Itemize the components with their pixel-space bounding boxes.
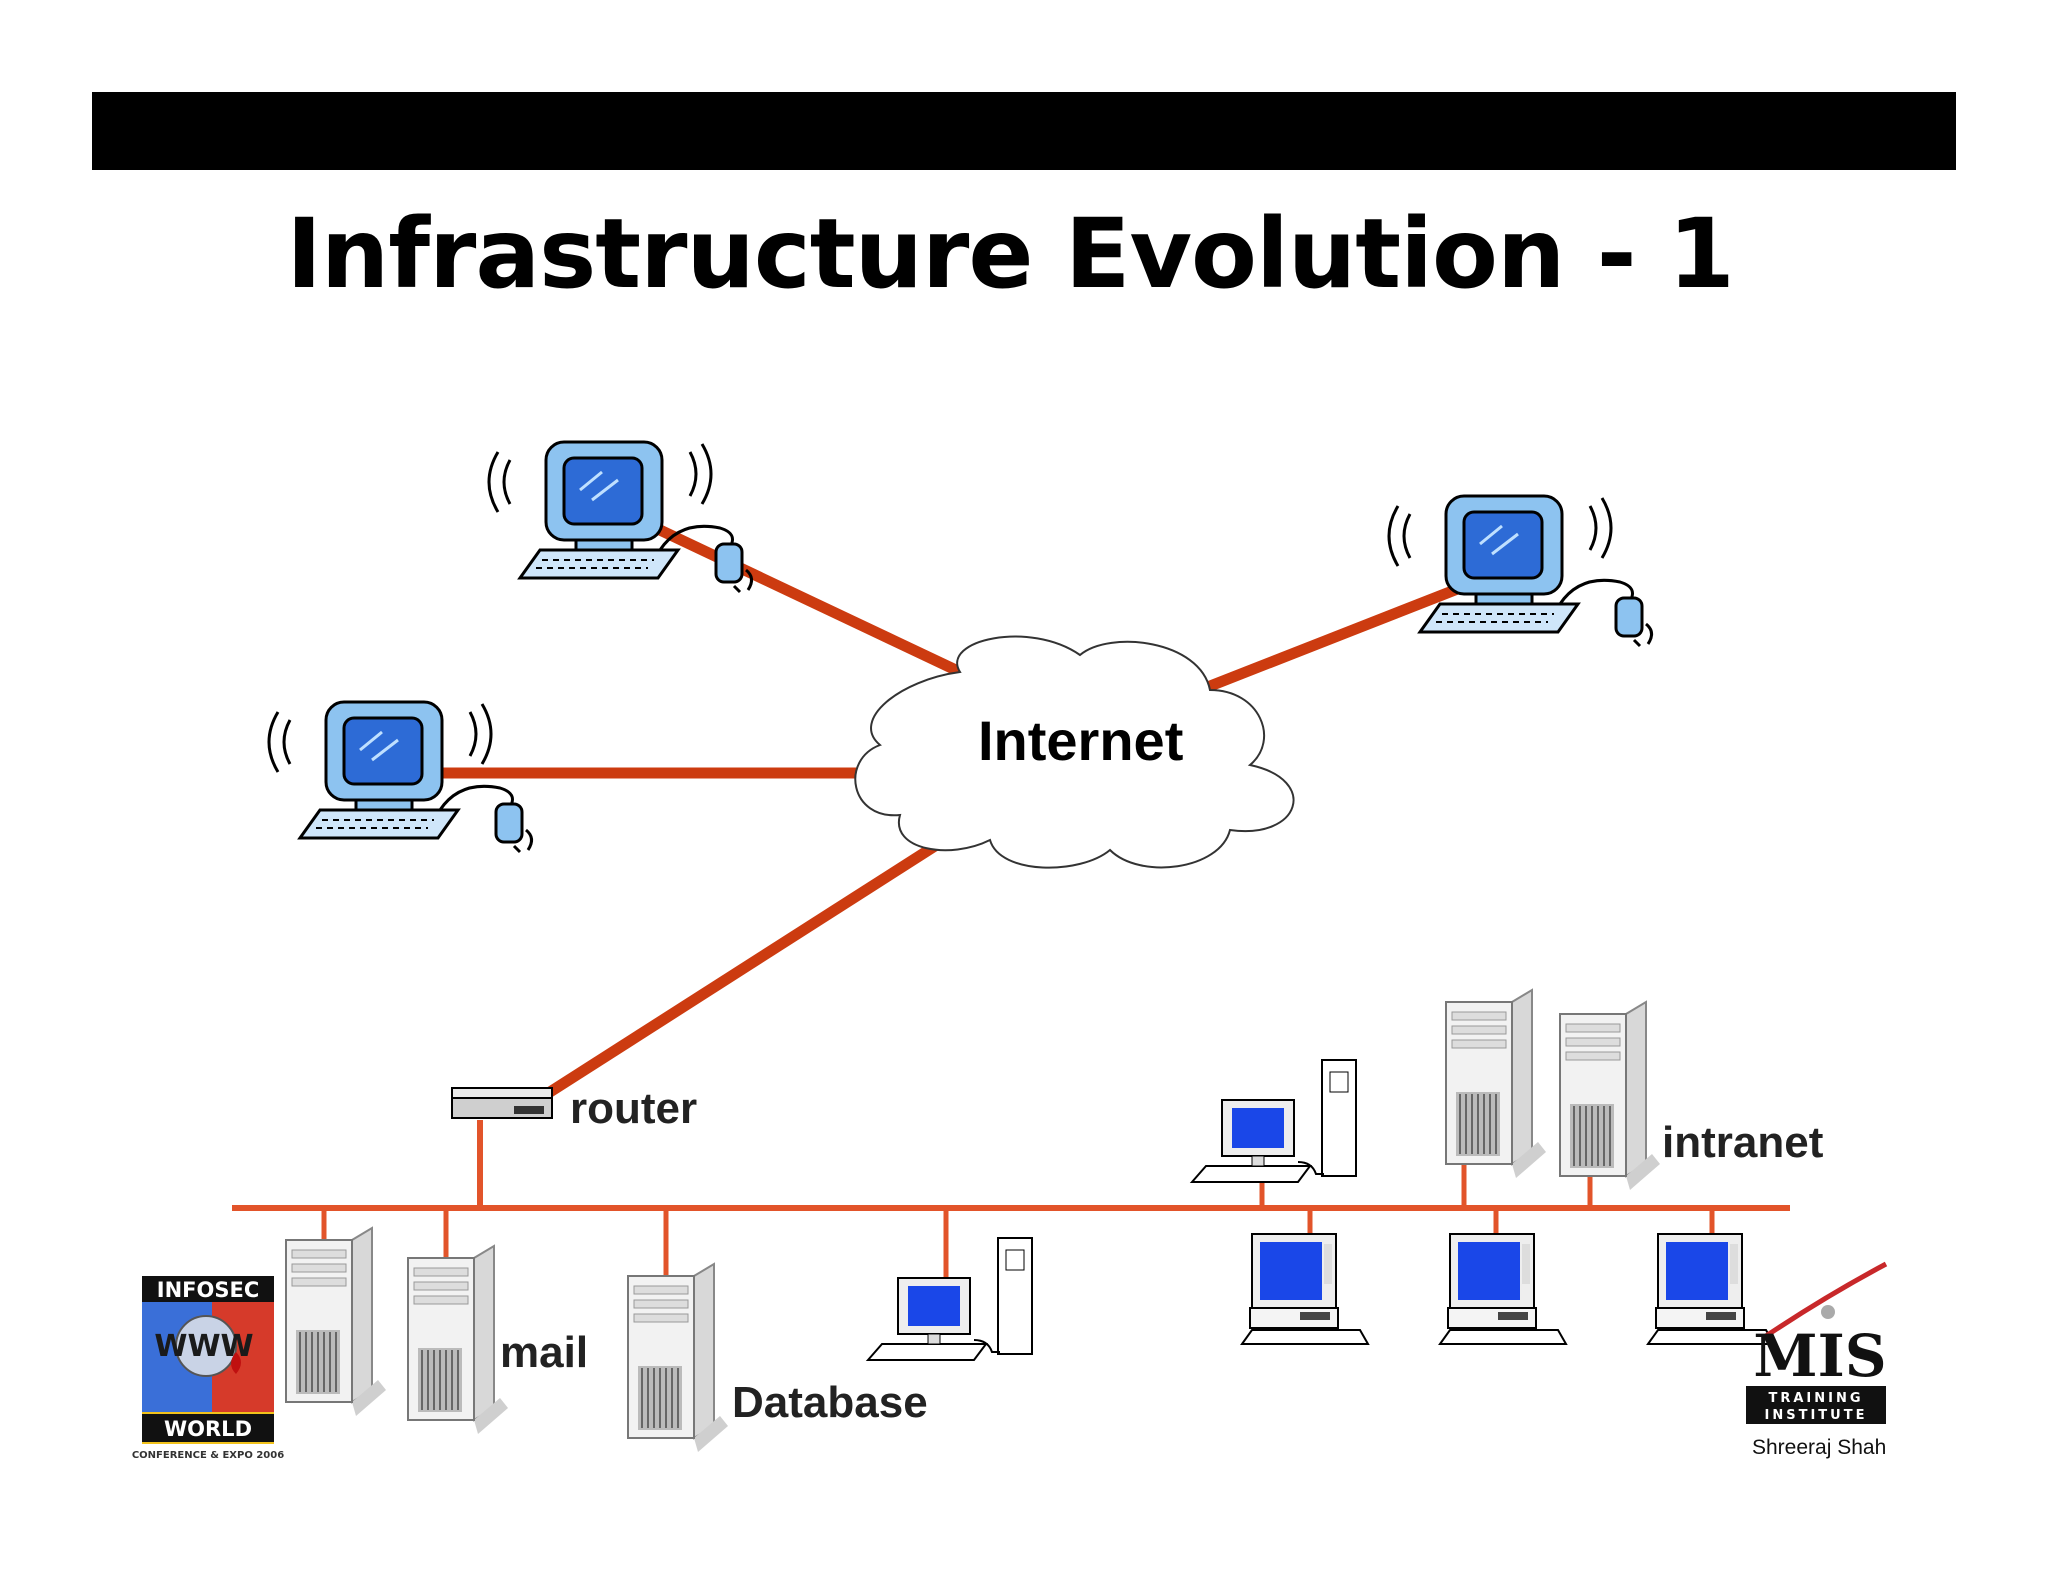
- internet-label: Internet: [978, 709, 1184, 772]
- svg-text:TRAINING: TRAINING: [1768, 1391, 1863, 1406]
- mail-label: mail: [500, 1328, 589, 1377]
- link-pc-top: [657, 525, 963, 677]
- svg-text:INSTITUTE: INSTITUTE: [1765, 1408, 1868, 1423]
- link-pc-right: [1197, 582, 1463, 696]
- intranet-server-1: [1445, 989, 1547, 1179]
- intranet-label: intranet: [1662, 1118, 1824, 1167]
- wan-links: [440, 525, 1463, 1097]
- desktop-1: [1241, 1233, 1369, 1345]
- lan-workstation: [867, 1237, 1033, 1361]
- internet-cloud: [854, 635, 1295, 869]
- link-router: [547, 825, 963, 1097]
- infosec-world-logo: INFOSEC WWW WORLD CONFERENCE & EXPO 2006: [132, 1276, 284, 1461]
- database-server: [627, 1263, 729, 1453]
- database-label: Database: [732, 1378, 928, 1427]
- svg-text:INFOSEC: INFOSEC: [157, 1278, 259, 1302]
- intranet-server-2: [1559, 1001, 1661, 1191]
- svg-text:MIS: MIS: [1753, 1322, 1886, 1390]
- internet-client-right: [1387, 494, 1654, 648]
- svg-text:WORLD: WORLD: [164, 1417, 252, 1441]
- mis-training-logo: MIS TRAINING INSTITUTE: [1746, 1261, 1888, 1424]
- header-bar: [92, 92, 1956, 170]
- desktop-2: [1439, 1233, 1567, 1345]
- internet-client-top: [487, 440, 754, 594]
- mail-server: [407, 1245, 509, 1435]
- author-name: Shreeraj Shah: [1752, 1436, 1887, 1459]
- server-1: [285, 1227, 387, 1417]
- svg-text:CONFERENCE & EXPO 2006: CONFERENCE & EXPO 2006: [132, 1450, 284, 1461]
- router-label: router: [570, 1084, 698, 1133]
- router-device: [451, 1087, 553, 1119]
- intranet-workstation: [1191, 1059, 1357, 1183]
- page-title: Infrastructure Evolution - 1: [286, 198, 1735, 310]
